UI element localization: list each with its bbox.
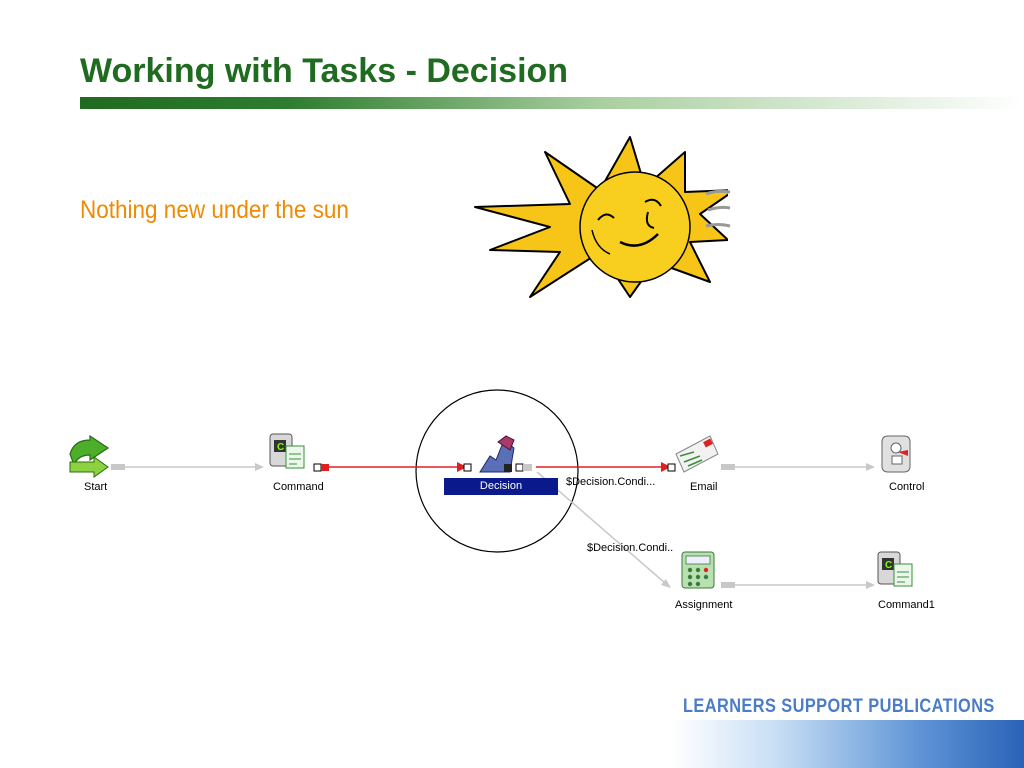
control-icon[interactable]: [881, 435, 911, 473]
brand-gradient-strip: [672, 720, 1024, 768]
slide-title: Working with Tasks - Decision: [80, 52, 569, 90]
node-label-decision[interactable]: Decision: [444, 478, 558, 495]
node-label-command[interactable]: Command: [273, 481, 324, 493]
link-command-decision[interactable]: [313, 462, 467, 472]
svg-text:C: C: [277, 442, 284, 453]
node-label-assignment[interactable]: Assignment: [675, 599, 733, 611]
sun-mouth: [619, 233, 659, 247]
sun-edge-mask: [728, 182, 740, 262]
link-label-decision-assignment[interactable]: $Decision.Condi..: [587, 542, 674, 554]
command-icon[interactable]: C: [269, 433, 305, 469]
node-label-control[interactable]: Control: [889, 481, 925, 493]
workflow-diagram: C C: [69, 389, 913, 589]
assignment-icon[interactable]: [681, 551, 715, 589]
email-icon[interactable]: [675, 435, 719, 473]
link-decision-email[interactable]: [463, 462, 676, 472]
link-decision-assignment[interactable]: [536, 471, 671, 588]
sun-illustration: [474, 136, 740, 298]
decision-icon[interactable]: [479, 435, 515, 473]
sun-eye-right: [644, 198, 662, 207]
link-assignment-command1[interactable]: [721, 581, 875, 589]
start-icon[interactable]: [69, 434, 110, 478]
node-label-command1[interactable]: Command1: [878, 599, 935, 611]
link-email-control[interactable]: [721, 463, 875, 471]
node-label-start[interactable]: Start: [84, 481, 108, 493]
sun-face: [579, 171, 691, 283]
title-rule: [80, 97, 1024, 109]
svg-text:C: C: [885, 560, 892, 571]
sun-nose: [645, 211, 655, 229]
sun-edge-stripes: [705, 189, 731, 228]
publisher-logo-text: LEARNERS SUPPORT PUBLICATIONS: [683, 696, 995, 717]
link-label-decision-email[interactable]: $Decision.Condi...: [566, 476, 656, 488]
sun-eye-left: [597, 213, 615, 221]
sun-cheek: [591, 229, 611, 255]
node-label-email[interactable]: Email: [690, 481, 718, 493]
slide-subtitle: Nothing new under the sun: [80, 196, 349, 224]
decision-highlight-circle: [415, 389, 579, 553]
link-start-command[interactable]: [111, 463, 264, 471]
command1-icon[interactable]: C: [877, 551, 913, 587]
